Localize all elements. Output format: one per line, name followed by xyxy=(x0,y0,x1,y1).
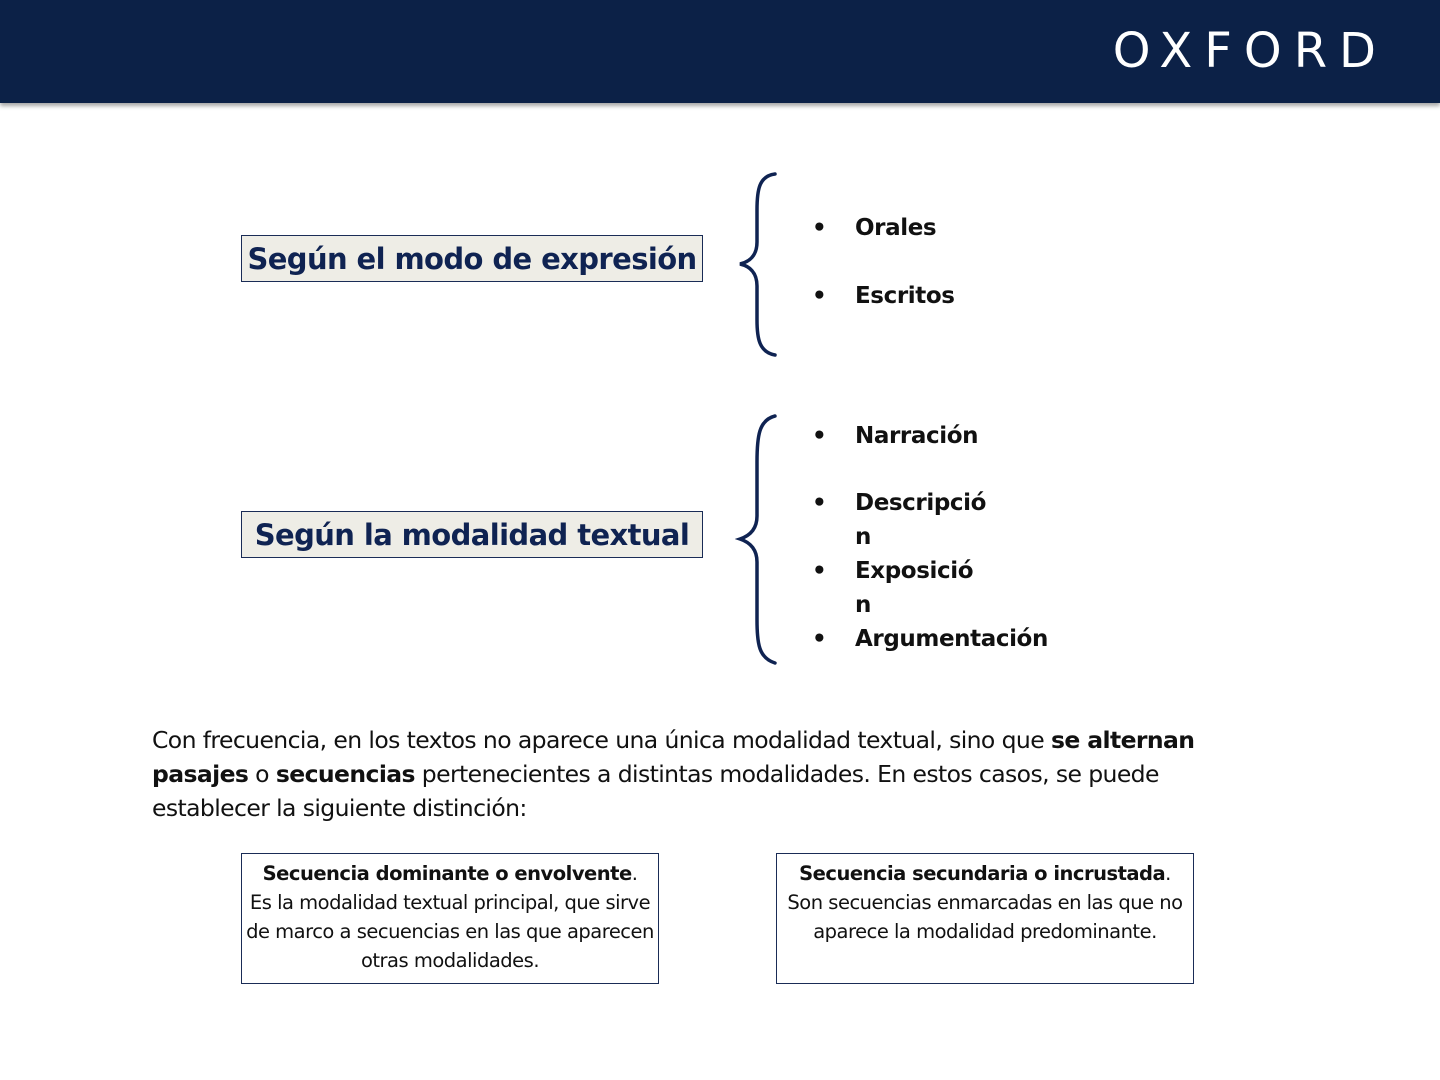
sequence-description: Es la modalidad textual principal, que s… xyxy=(246,891,654,972)
category-box-textual-modality: Según la modalidad textual xyxy=(241,511,703,558)
curly-brace-icon xyxy=(739,172,777,357)
category-box-mode-of-expression: Según el modo de expresión xyxy=(241,235,703,282)
list-item: •Exposició n xyxy=(812,554,985,622)
secondary-sequence-box: Secuencia secundaria o incrustada. Son s… xyxy=(776,853,1194,984)
list-item: •Argumentación xyxy=(812,622,1055,656)
sequence-title: Secuencia secundaria o incrustada xyxy=(799,862,1166,885)
header-bar: OXFORD xyxy=(0,0,1440,103)
mode-of-expression-list: •Orales •Escritos xyxy=(812,211,955,347)
bullet-icon: • xyxy=(812,626,827,652)
list-item: •Escritos xyxy=(812,279,955,313)
bullet-icon: • xyxy=(812,490,827,516)
bullet-icon: • xyxy=(812,283,827,309)
oxford-logo: OXFORD xyxy=(1112,23,1388,79)
dominant-sequence-box: Secuencia dominante o envolvente. Es la … xyxy=(241,853,659,984)
list-item: •Orales xyxy=(812,211,955,245)
sequence-description: Son secuencias enmarcadas en las que no … xyxy=(787,891,1183,943)
bullet-icon: • xyxy=(812,423,827,449)
sequence-title: Secuencia dominante o envolvente xyxy=(262,862,633,885)
textual-modality-list: •Narración •Descripció n •Exposició n •A… xyxy=(812,419,1055,656)
bullet-icon: • xyxy=(812,215,827,241)
list-item: •Narración xyxy=(812,419,1055,453)
curly-brace-icon xyxy=(735,414,777,665)
explanation-paragraph: Con frecuencia, en los textos no aparece… xyxy=(152,726,1195,822)
list-item: •Descripció n xyxy=(812,486,986,554)
bullet-icon: • xyxy=(812,558,827,584)
